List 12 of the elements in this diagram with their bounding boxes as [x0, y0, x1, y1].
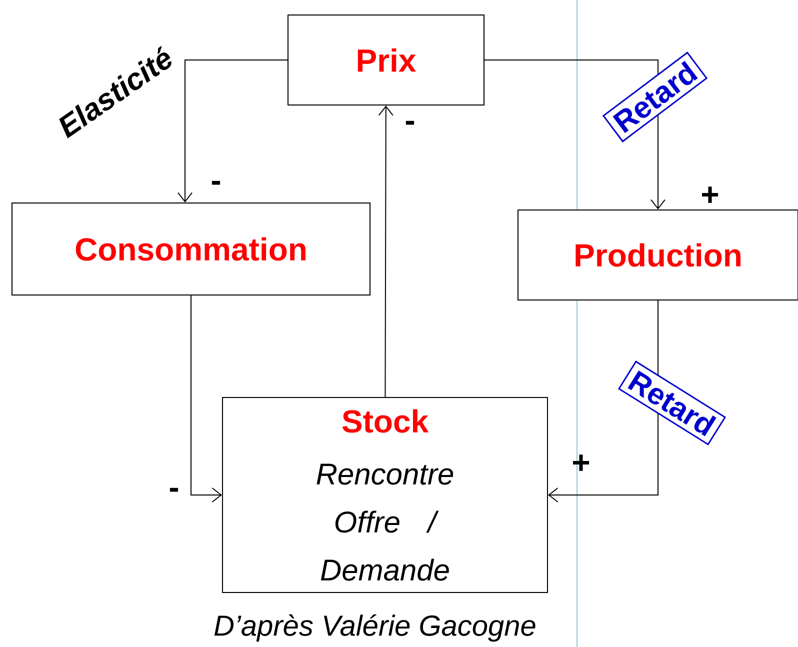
arrow [190, 295, 222, 502]
process-box: Production [518, 210, 798, 300]
caption: D’après Valérie Gacogne [214, 614, 536, 642]
sign-label: - [212, 180, 220, 185]
arrow [378, 106, 394, 398]
process-box: Prix [288, 14, 484, 106]
process-box: Consommation [12, 202, 370, 296]
sign-label: - [406, 120, 414, 125]
sign-label: - [170, 488, 178, 492]
stock-box: Stock Rencontre Offre / Demande [222, 397, 548, 593]
sign-label: + [573, 454, 590, 471]
arrow [178, 60, 288, 202]
